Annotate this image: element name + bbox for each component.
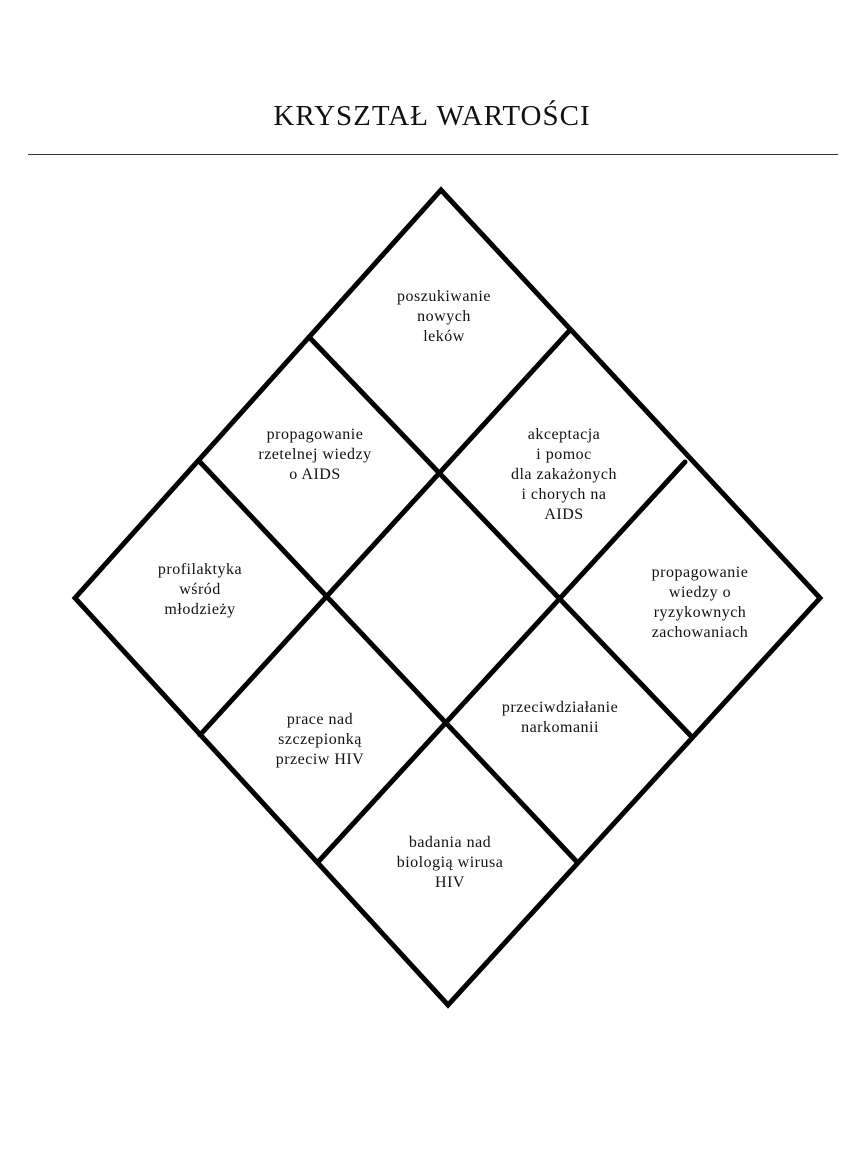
grid-line bbox=[315, 459, 688, 865]
grid-line bbox=[307, 335, 693, 738]
cell-right: propagowanie wiedzy o ryzykownych zachow… bbox=[651, 564, 749, 641]
grid-line bbox=[197, 327, 573, 738]
cell-bottom: badania nad biologią wirusa HIV bbox=[396, 834, 504, 891]
cell-top: poszukiwanie nowych leków bbox=[397, 288, 491, 345]
cell-upper-left: propagowanie rzetelnej wiedzy o AIDS bbox=[258, 426, 372, 483]
cell-left: profilaktyka wśród młodzieży bbox=[157, 561, 243, 618]
cell-lower-left: prace nad szczepionką przeciw HIV bbox=[275, 711, 365, 768]
page-title: KRYSZTAŁ WARTOŚCI bbox=[273, 100, 591, 132]
cell-upper-right: akceptacja i pomoc dla zakażonych i chor… bbox=[510, 426, 618, 523]
diamond-outline bbox=[71, 186, 824, 1009]
grid-line bbox=[197, 459, 580, 865]
title-rule bbox=[28, 154, 838, 155]
cell-lower-right: przeciwdziałanie narkomanii bbox=[501, 699, 619, 736]
